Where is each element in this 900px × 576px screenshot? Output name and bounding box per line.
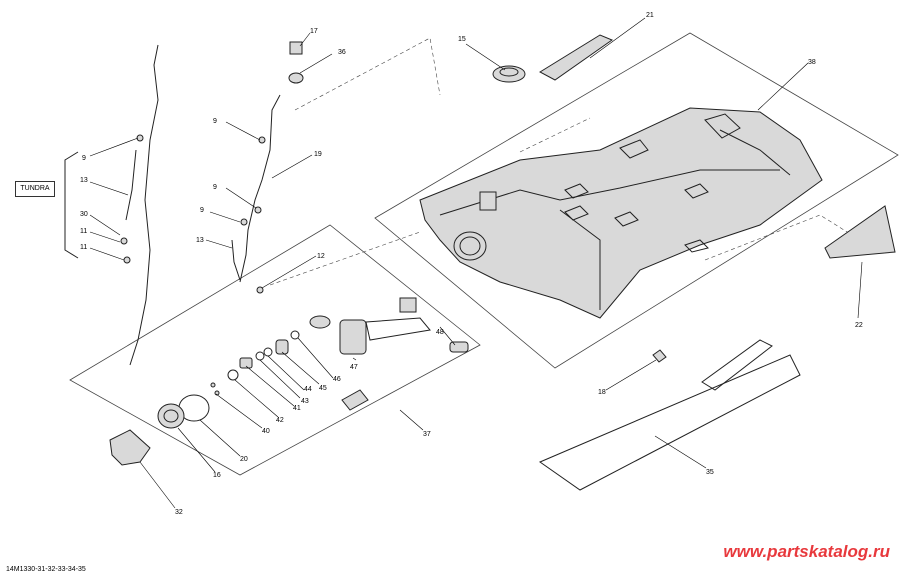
callout-48: 48 <box>436 329 444 336</box>
protection-plate <box>824 205 896 259</box>
pump-clip <box>341 389 369 411</box>
pump-fitting <box>449 341 469 353</box>
fuel-pump-kit-frame <box>69 224 481 476</box>
hose-clamp <box>136 134 144 142</box>
callout-46: 46 <box>333 376 341 383</box>
valve-fitting <box>289 41 303 55</box>
fuel-line-connector <box>109 429 151 466</box>
callout-19: 19 <box>314 151 322 158</box>
callout-13: 13 <box>196 237 204 244</box>
callout-9: 9 <box>82 155 86 162</box>
callout-13: 13 <box>80 177 88 184</box>
dashed-reference-line <box>704 214 861 261</box>
callout-44: 44 <box>304 386 312 393</box>
callout-15: 15 <box>458 36 466 43</box>
callout-35: 35 <box>706 469 714 476</box>
drawing-code: 14M1330-31-32-33-34-35 <box>6 566 86 573</box>
tank-assembly-frame <box>374 32 899 369</box>
hose-clamp <box>256 286 264 294</box>
o-ring <box>227 369 239 381</box>
callout-36: 36 <box>338 49 346 56</box>
leader-lines <box>89 17 863 509</box>
retaining-clip <box>652 349 667 363</box>
heat-shield <box>538 34 614 81</box>
dashed-reference-line <box>519 117 591 153</box>
callout-43: 43 <box>301 398 309 405</box>
o-ring <box>263 347 273 357</box>
pressure-regulator <box>239 357 253 369</box>
fuel-pump-module <box>309 297 431 355</box>
grommet <box>288 72 304 84</box>
fuel-tank <box>419 107 823 319</box>
callout-9: 9 <box>213 118 217 125</box>
vent-hose-13 <box>231 239 241 281</box>
callout-30: 30 <box>80 211 88 218</box>
protective-pad <box>538 339 801 491</box>
hose-clamp <box>258 136 266 144</box>
callout-18: 18 <box>598 389 606 396</box>
callout-22: 22 <box>855 322 863 329</box>
callout-11: 11 <box>80 228 87 235</box>
tundra-label: TUNDRA <box>15 181 55 197</box>
callout-12: 12 <box>317 253 325 260</box>
callout-40: 40 <box>262 428 270 435</box>
callout-41: 41 <box>293 405 301 412</box>
callout-16: 16 <box>213 472 221 479</box>
hose-clamp <box>123 256 131 264</box>
callout-32: 32 <box>175 509 183 516</box>
callout-21: 21 <box>646 12 654 19</box>
callout-11: 11 <box>80 244 87 251</box>
o-ring <box>255 351 265 361</box>
hose-clamp <box>254 206 262 214</box>
vent-hose <box>129 44 159 366</box>
callout-labels: 17 36 9 19 9 9 13 12 9 13 30 11 11 15 21… <box>80 12 863 516</box>
callout-45: 45 <box>319 385 327 392</box>
lock-ring <box>157 403 185 429</box>
hose-clamp <box>240 218 248 226</box>
callout-47: 47 <box>350 364 358 371</box>
callout-20: 20 <box>240 456 248 463</box>
screw <box>210 382 216 388</box>
callout-9: 9 <box>200 207 204 214</box>
lock-ring-inner <box>163 409 179 423</box>
callout-17: 17 <box>310 28 318 35</box>
vent-hose-short <box>125 149 137 221</box>
dashed-reference-line <box>294 37 441 111</box>
callout-37: 37 <box>423 431 431 438</box>
vent-hose-19 <box>239 94 281 283</box>
dashed-reference-line <box>269 231 421 286</box>
o-ring <box>290 330 300 340</box>
callout-38: 38 <box>808 59 816 66</box>
fuel-cap <box>492 65 526 83</box>
hose-clamp <box>120 237 128 245</box>
filter-cup <box>275 339 289 355</box>
watermark: www.partskatalog.ru <box>723 542 890 561</box>
callout-9: 9 <box>213 184 217 191</box>
callout-42: 42 <box>276 417 284 424</box>
tundra-group-bracket <box>64 151 79 259</box>
